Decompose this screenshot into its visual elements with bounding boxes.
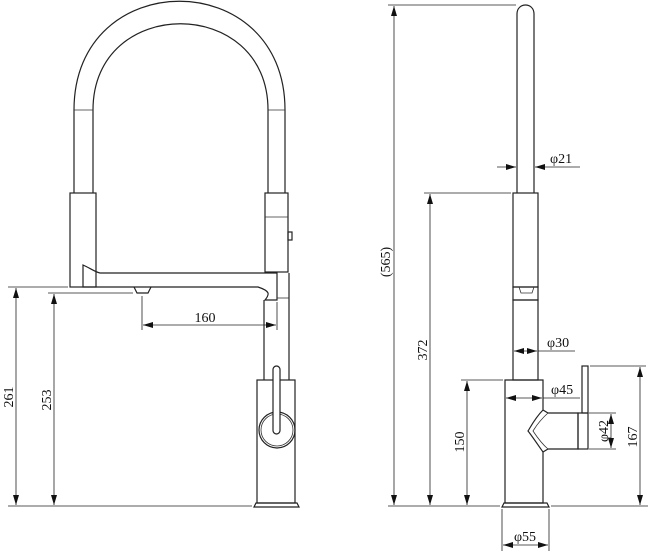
dim-label-261: 261 <box>2 387 17 408</box>
base-side <box>501 502 550 508</box>
dim-label-565: (565) <box>379 247 394 278</box>
dim-label-30: φ30 <box>547 336 569 351</box>
handle-cap-side <box>577 412 589 450</box>
spray-clip-detail <box>518 286 535 294</box>
base <box>253 502 300 508</box>
aerator <box>133 286 152 294</box>
spray-button <box>287 231 293 241</box>
dim-label-45: φ45 <box>551 383 573 398</box>
dim-label-372: 372 <box>416 340 431 361</box>
body-side <box>504 379 544 504</box>
hose-tube <box>516 4 535 193</box>
dim-label-21: φ21 <box>550 152 572 167</box>
arch-hose <box>73 0 286 193</box>
dim-label-55: φ55 <box>514 530 536 545</box>
handle-lever-side <box>581 365 589 414</box>
handle-hub-side <box>542 409 579 453</box>
dim-label-167: 167 <box>626 427 641 448</box>
side-view: (565) 372 150 167 φ42 φ21 φ30 φ45 φ55 <box>379 4 648 551</box>
column <box>263 273 290 380</box>
spray-clip <box>512 286 539 301</box>
spray-head <box>264 192 289 273</box>
spray-head-side <box>512 192 539 288</box>
handle-lever <box>272 365 281 435</box>
dim-label-42: φ42 <box>597 420 612 442</box>
dim-label-160: 160 <box>195 311 216 326</box>
front-view: 261 253 160 <box>2 0 300 508</box>
dim-label-150: 150 <box>453 432 468 453</box>
dim-label-253: 253 <box>40 390 55 411</box>
handle-hub-notch <box>532 412 549 450</box>
spout-arm <box>82 264 278 301</box>
column-side <box>512 299 539 381</box>
